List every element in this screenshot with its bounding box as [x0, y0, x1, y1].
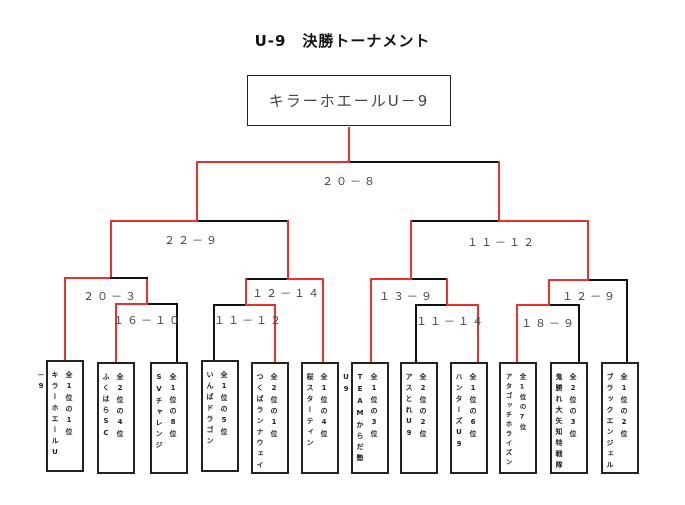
team-box: 全2位の3位鬼勝れ大矢知特戦隊 — [550, 362, 588, 474]
score-qf-left-a: ２０－３ — [83, 290, 139, 303]
score-semi-left: ２２－９ — [164, 234, 220, 247]
lines-winner — [64, 127, 589, 362]
team-name: SVチャレンジ — [155, 373, 163, 452]
team-seed: 全2位の2位 — [419, 373, 427, 441]
team-box: 全1位の1位キラーホエールU－9 — [37, 360, 84, 472]
team-name: ハンターズU9 — [455, 373, 463, 452]
team-name: いんばドラゴン — [206, 371, 214, 448]
team-box: 全2位の1位つくばランナウェイ — [251, 362, 289, 474]
team-name: ふくはらSC — [102, 373, 110, 441]
team-box: 全1位の8位 SVチャレンジ — [150, 362, 188, 474]
score-qf-right-a: １３－９ — [379, 290, 435, 303]
lines-black — [110, 161, 628, 362]
team-box: 全1位の3位 TEAMからだ塾U9 — [342, 362, 389, 474]
team-box: 全2位の2位アスとれU9 — [400, 362, 438, 474]
champion-box: キラーホエールU－9 — [247, 75, 451, 126]
score-r1-right-b: １８－９ — [521, 317, 577, 330]
score-final: ２０－８ — [322, 175, 378, 188]
team-name: ブラックエンジェル — [606, 373, 614, 472]
team-seed: 全1位の5位 — [220, 371, 228, 439]
team-name: 桜スターティン — [306, 373, 314, 450]
team-seed: 全1位の2位 — [620, 373, 628, 441]
team-name: アタゴッチホライズン — [504, 373, 512, 468]
team-name: TEAMからだ塾U9 — [342, 373, 364, 465]
team-name: アスとれU9 — [405, 373, 413, 441]
score-semi-right: １１－１２ — [467, 236, 537, 249]
team-seed: 全1位の8位 — [169, 373, 177, 441]
score-r1-left-a: １６－１０ — [113, 314, 183, 327]
team-seed: 全2位の3位 — [569, 373, 577, 441]
team-box: 全1位の4位桜スターティン — [301, 362, 339, 474]
team-seed: 全1位の3位 — [370, 373, 378, 441]
team-box: 全1位の7位アタゴッチホライズン — [499, 362, 537, 474]
team-seed: 全1位の4位 — [320, 373, 328, 441]
team-box: 全1位の6位ハンターズU9 — [450, 362, 488, 474]
page-title: U-9 決勝トーナメント — [254, 32, 431, 50]
score-r1-left-b: １１－１２ — [214, 314, 284, 327]
team-box: 全1位の5位いんばドラゴン — [201, 360, 239, 472]
team-seed: 全1位の7位 — [518, 373, 526, 433]
team-seed: 全2位の4位 — [116, 373, 124, 441]
team-box: 全2位の4位ふくはらSC — [97, 362, 135, 474]
team-name: キラーホエールU－9 — [37, 371, 59, 460]
team-seed: 全2位の1位 — [270, 373, 278, 441]
team-name: 鬼勝れ大矢知特戦隊 — [555, 373, 563, 472]
score-qf-right-b: １２－９ — [562, 290, 618, 303]
score-r1-right-a: １１－１４ — [416, 315, 486, 328]
score-qf-left-b: １２－１４ — [252, 287, 322, 300]
team-seed: 全1位の1位 — [65, 371, 73, 439]
team-seed: 全1位の6位 — [469, 373, 477, 441]
team-name: つくばランナウェイ — [256, 373, 264, 472]
team-box: 全1位の2位ブラックエンジェル — [601, 362, 639, 474]
